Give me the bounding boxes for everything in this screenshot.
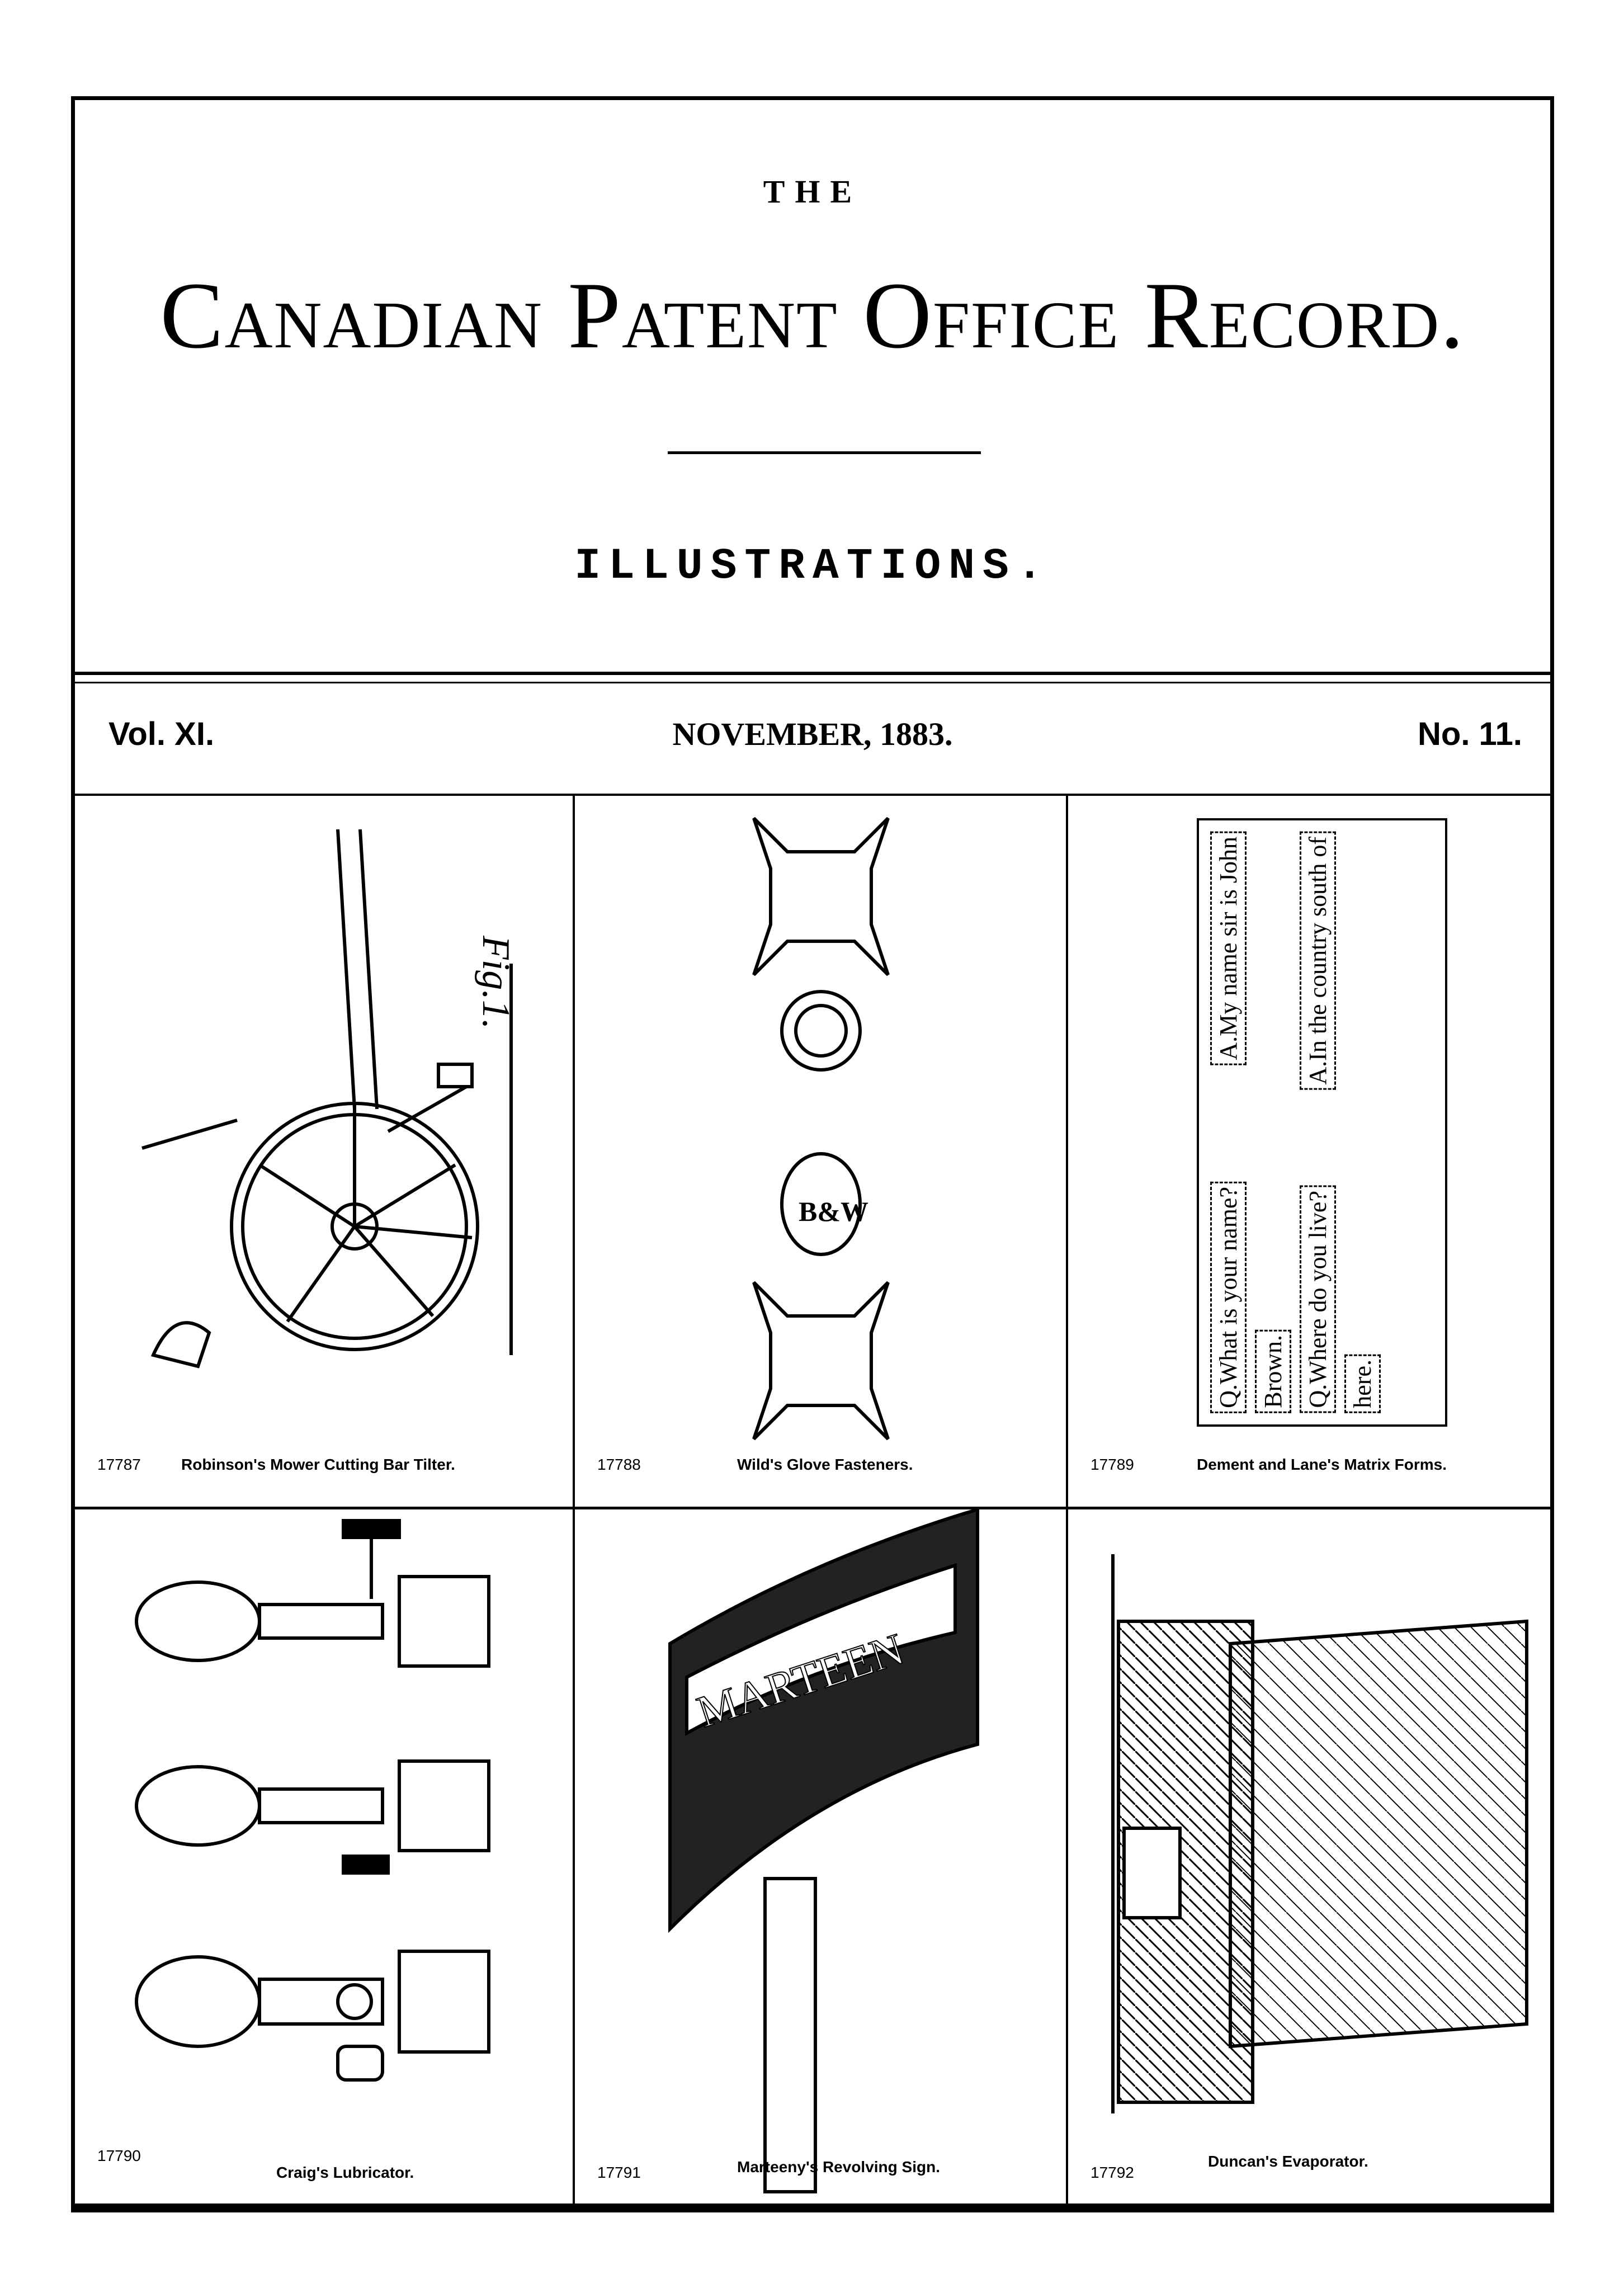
patent-number: 17787 [97,1456,141,1473]
mower-illustration: Fig.1. [141,829,517,1369]
figure-caption: Robinson's Mower Cutting Bar Tilter. [181,1456,455,1473]
figure-mower-tilter: Fig.1. 17787 Robinson's Mower Cutting Ba… [75,796,573,1506]
volume: Vol. XI. [108,716,215,752]
section-title: ILLUSTRATIONS. [574,542,1051,591]
patent-number: 17792 [1090,2164,1134,2181]
figure-caption: Dement and Lane's Matrix Forms. [1197,1456,1447,1473]
figure-caption: Wild's Glove Fasteners. [737,1456,913,1473]
evaporator-illustration [1111,1554,1528,2113]
figure-matrix-forms: Q.What is your name? A.My name sir is Jo… [1068,796,1555,1506]
page-title: Canadian Patent Office Record. [160,263,1465,368]
figure-revolving-sign: MARTEEN 17791 Marteeny's Revolving Sign. [575,1507,1066,2203]
column-divider [573,796,575,2205]
patent-number: 17791 [597,2164,641,2181]
patent-number: 17788 [597,1456,641,1473]
matrix-line: A.My name sir is John [1210,832,1247,1065]
lubricator-illustration [135,1519,490,2082]
matrix-line: Q.Where do you live? [1300,1186,1336,1413]
figure-label: Fig.1. [474,935,517,1029]
issue-number: No. 11. [1418,716,1522,752]
title-rule [668,451,981,454]
fastener-mark: B&W [799,1196,868,1227]
figure-caption: Craig's Lubricator. [276,2164,414,2181]
header-the: THE [763,173,862,210]
figure-caption: Marteeny's Revolving Sign. [737,2158,940,2176]
matrix-line: here. [1344,1355,1381,1413]
figure-evaporator: 17792 Duncan's Evaporator. [1068,1509,1555,2203]
divider [75,794,1550,796]
page-frame: THE Canadian Patent Office Record. ILLUS… [71,96,1554,2212]
figure-lubricator: 17790 Craig's Lubricator. [75,1509,573,2203]
glove-fastener-illustration: B&W [752,817,890,1441]
revolving-sign-illustration: MARTEEN [668,1507,979,2193]
patent-number: 17789 [1090,1456,1134,1473]
row-divider [75,1507,1550,1509]
figure-glove-fasteners: B&W 17788 Wild's Glove Fasteners. [575,796,1066,1506]
matrix-form: Q.What is your name? A.My name sir is Jo… [1197,818,1447,1427]
matrix-line: Brown. [1255,1330,1291,1413]
divider [75,682,1550,683]
column-divider [1066,796,1068,2205]
issue-date: NOVEMBER, 1883. [672,716,953,752]
matrix-line: A.In the country south of [1300,832,1336,1090]
patent-number: 17790 [97,2147,141,2164]
matrix-line: Q.What is your name? [1210,1182,1247,1413]
divider [75,672,1550,675]
figure-caption: Duncan's Evaporator. [1208,2153,1368,2170]
